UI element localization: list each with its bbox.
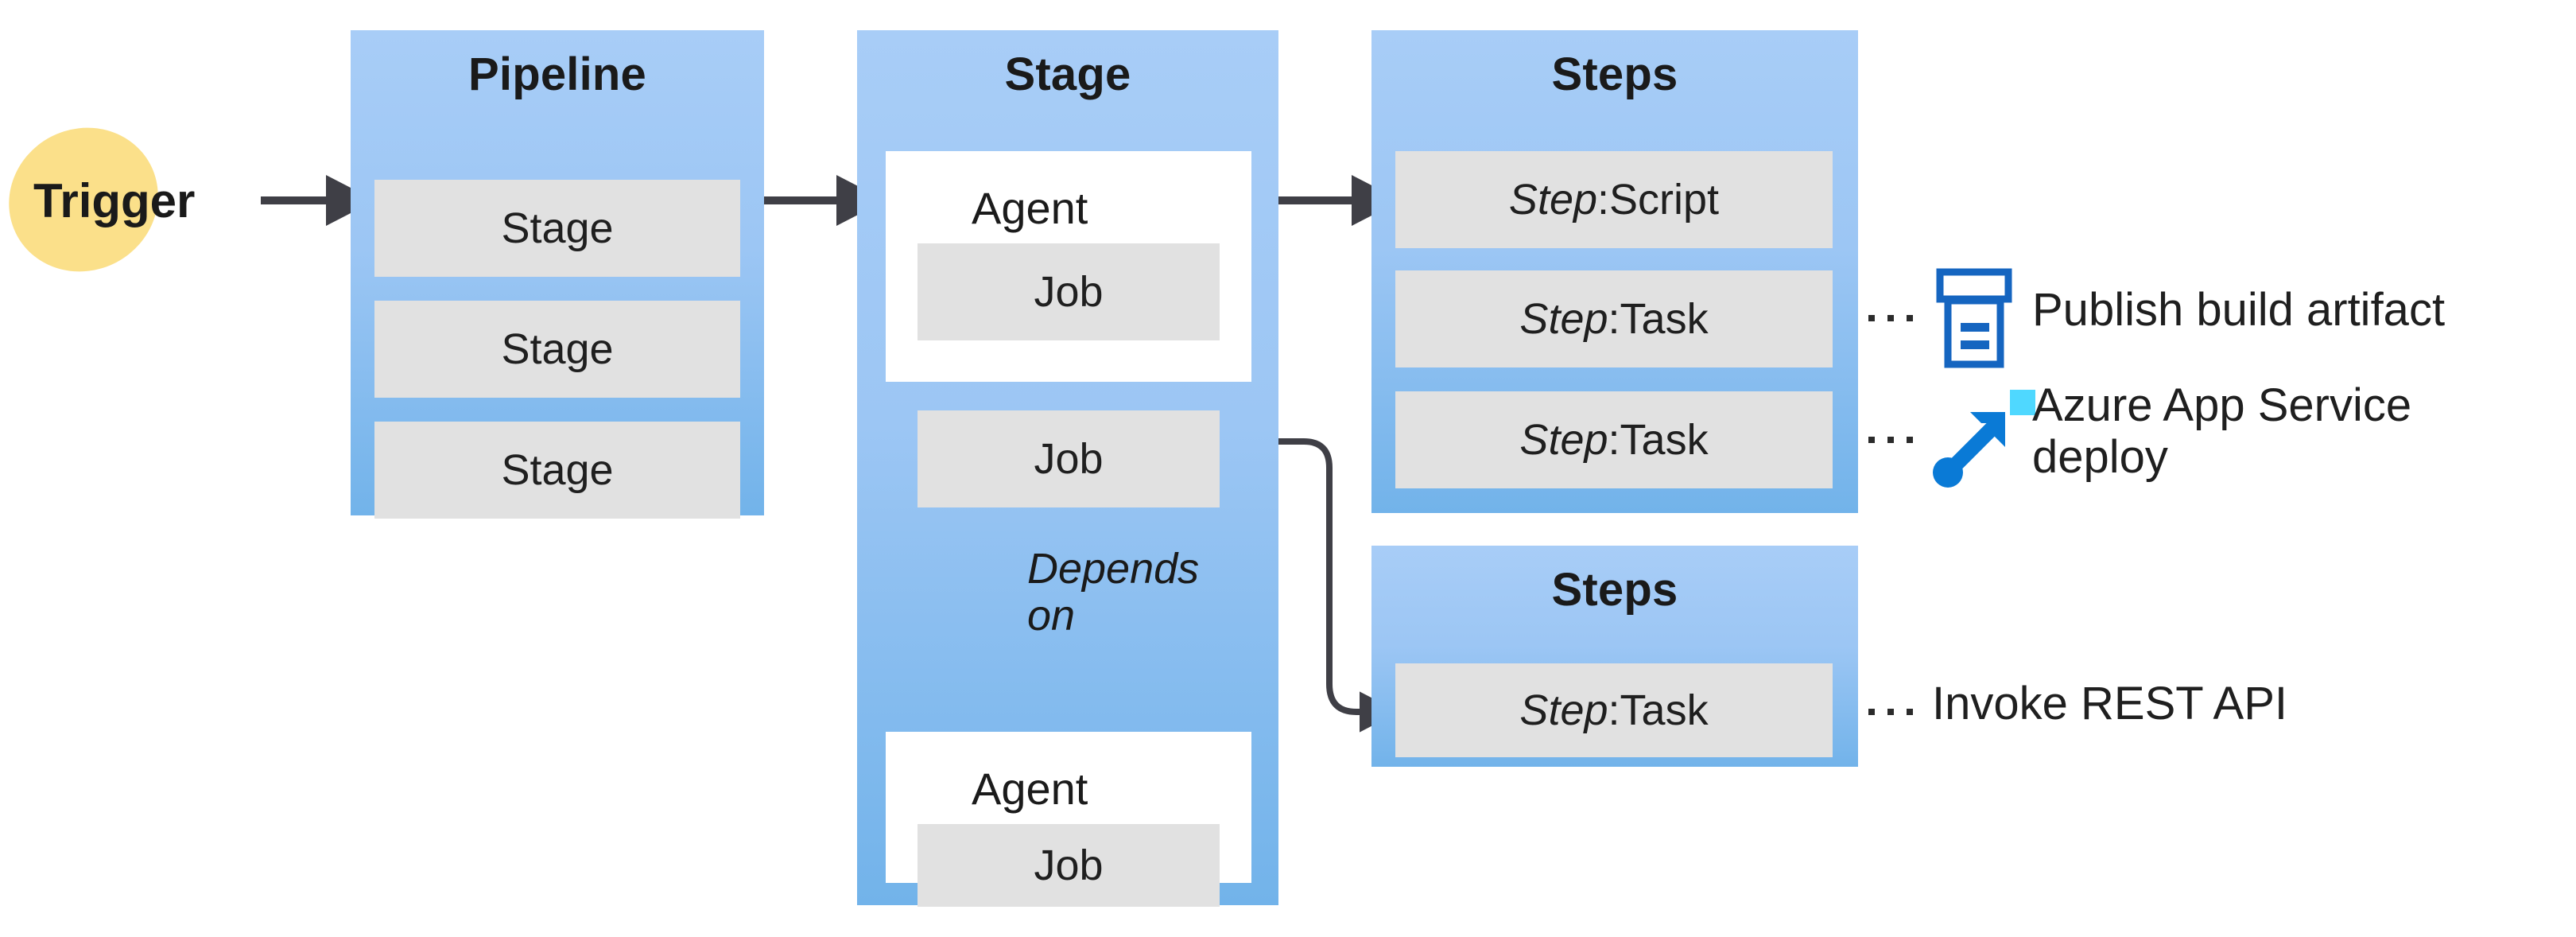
azure-app-service-deploy-icon [1933,390,2035,488]
job-label: Job [1034,842,1104,889]
steps-container-2: Steps Step: Task [1371,546,1858,767]
legend-azure-app-service-deploy-label: Azure App Service deploy [2032,379,2412,484]
depends-on-line-1: Depends [1027,545,1200,593]
depends-on-line-2: on [1027,592,1076,640]
step-chip-4[interactable]: Step: Task [1395,663,1833,757]
step-kind-label: Step [1519,416,1608,464]
job-label: Job [1034,435,1104,483]
step-kind-label: Step [1508,176,1598,224]
agent-panel-2: Agent Job [886,732,1251,907]
trigger-label: Trigger [33,174,196,227]
step-separator: : [1608,416,1620,464]
pipeline-stage-chip-1[interactable]: Stage [374,180,740,277]
legend-line-1: Azure App Service [2032,379,2412,431]
steps-title: Steps [1551,564,1678,616]
steps-container-1: Steps Step: Script Step: Task Step: Task [1371,30,1858,513]
depends-on-label: Depends on [1027,545,1266,640]
step-name-label: Task [1620,416,1709,464]
agent-label: Agent [972,182,1088,233]
steps-title: Steps [1551,49,1678,100]
pipeline-stage-label: Stage [501,446,614,494]
legend-publish-build-artifact-label: Publish build artifact [2032,284,2446,336]
pipeline-stage-label: Stage [501,204,614,252]
step-chip-3[interactable]: Step: Task [1395,391,1833,488]
pipeline-container: Pipeline Stage Stage Stage [351,30,764,519]
step-name-label: Script [1609,176,1720,224]
job-chip-agent-2[interactable]: Job [918,824,1220,907]
legend-line-2: deploy [2032,430,2168,483]
step-separator: : [1608,295,1620,343]
legend-invoke-rest-api-label: Invoke REST API [1932,678,2288,729]
stage-title: Stage [1004,49,1131,100]
job-chip-agent-1[interactable]: Job [918,243,1220,340]
pipeline-stage-chip-3[interactable]: Stage [374,422,740,519]
step-chip-2[interactable]: Step: Task [1395,270,1833,367]
step-separator: : [1608,686,1620,734]
step-name-label: Task [1620,686,1709,734]
agent-label: Agent [972,763,1088,814]
pipeline-stage-chip-2[interactable]: Stage [374,301,740,398]
job-label: Job [1034,268,1104,316]
step-kind-label: Step [1519,295,1608,343]
agent-panel-1: Agent Job [886,151,1251,382]
step-chip-1[interactable]: Step: Script [1395,151,1833,248]
step-separator: : [1597,176,1610,224]
pipeline-stage-label: Stage [501,325,614,373]
step-kind-label: Step [1519,686,1608,734]
job-chip-standalone[interactable]: Job [918,410,1220,507]
agent-row-1: Agent [972,173,1088,242]
agent-row-2: Agent [972,754,1088,822]
step-name-label: Task [1620,295,1709,343]
stage-container: Stage Agent Job Job Depends on Agent Job [857,30,1278,907]
pipeline-title: Pipeline [468,49,646,100]
publish-build-artifact-icon [1936,268,2012,368]
